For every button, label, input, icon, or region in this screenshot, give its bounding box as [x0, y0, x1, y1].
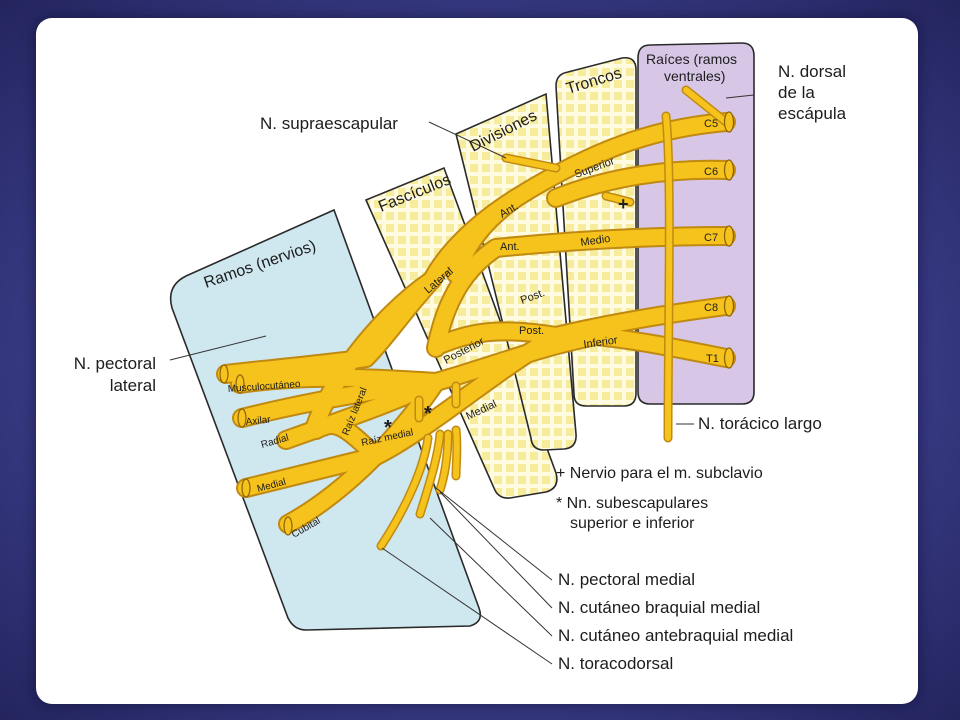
root-label-c5: C5: [704, 118, 718, 130]
trunk-label-medio: Medio: [580, 233, 611, 249]
label-pectoral-lateral-1: N. pectoral: [73, 354, 156, 373]
label-cutaneo-braquial-medial: N. cutáneo braquial medial: [558, 598, 761, 617]
label-cutaneo-antebraquial-medial: N. cutáneo antebraquial medial: [558, 626, 794, 645]
brachial-plexus-diagram: Ramos (nervios) Fascículos Divisiones Tr…: [169, 42, 755, 665]
label-pectoral-lateral-2: lateral: [109, 376, 156, 395]
division-label-post-2: Post.: [519, 325, 544, 337]
root-label-c8: C8: [704, 302, 718, 314]
legend-star-1: * Nn. subescapulares: [556, 495, 709, 512]
label-pectoral-medial: N. pectoral medial: [558, 570, 696, 589]
root-label-c7: C7: [704, 232, 718, 244]
division-label-ant-2: Ant.: [500, 241, 520, 253]
root-label-c6: C6: [704, 166, 718, 178]
trunk-label-inferior: Inferior: [583, 334, 619, 351]
branch-label-musculocutaneo: Musculocutáneo: [227, 379, 301, 395]
label-supraescapular: N. supraescapular: [260, 114, 398, 133]
root-label-t1: T1: [706, 353, 719, 365]
zone-title-raices-1: Raíces (ramos: [646, 51, 737, 67]
label-dorsal-escapula-3: escápula: [778, 104, 847, 123]
label-toracico-largo: N. torácico largo: [698, 414, 822, 433]
slide-panel: Ramos (nervios) Fascículos Divisiones Tr…: [36, 18, 918, 704]
marker-star-1: *: [384, 417, 392, 439]
legend-plus: + Nervio para el m. subclavio: [556, 465, 763, 482]
leader-lines: [169, 94, 755, 665]
zone-title-raices-2: ventrales): [664, 68, 725, 84]
root-ends: [219, 111, 735, 536]
nerves: [216, 85, 736, 551]
branch-label-axilar: Axilar: [245, 414, 272, 428]
marker-star-2: *: [424, 403, 432, 425]
marker-plus: +: [618, 194, 629, 214]
legend-star-2: superior e inferior: [570, 515, 695, 532]
label-toracodorsal: N. toracodorsal: [558, 654, 674, 673]
label-dorsal-escapula-1: N. dorsal: [778, 62, 847, 81]
label-dorsal-escapula-2: de la: [778, 83, 815, 102]
